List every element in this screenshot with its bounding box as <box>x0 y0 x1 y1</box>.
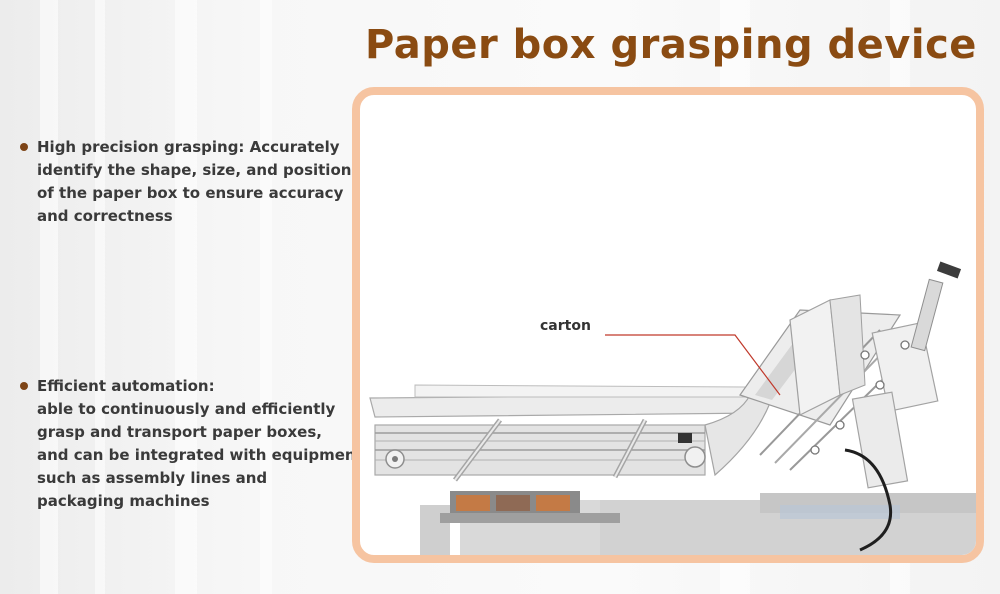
bullet-text: Efficient automation: able to continuous… <box>37 375 363 513</box>
bullet-line: of the paper box to ensure accuracy <box>37 184 344 202</box>
background-stripe <box>95 0 105 594</box>
product-image-frame <box>352 87 984 563</box>
bullet-line: packaging machines <box>37 492 210 510</box>
bullet-line: High precision grasping: Accurately <box>37 138 340 156</box>
background-stripe <box>40 0 58 594</box>
bullet-text: High precision grasping: Accurately iden… <box>37 136 351 228</box>
bullet-row: Efficient automation: able to continuous… <box>20 375 363 513</box>
bullet-line: and can be integrated with equipment <box>37 446 363 464</box>
bullet-line: able to continuously and efficiently <box>37 400 336 418</box>
carton-grasping-machine-illustration <box>369 261 976 555</box>
bullet-line: identify the shape, size, and position <box>37 161 352 179</box>
carton-callout-label: carton <box>540 318 591 334</box>
background-stripe <box>175 0 197 594</box>
bullet-line: and correctness <box>37 207 173 225</box>
bullet-line: grasp and transport paper boxes, <box>37 423 322 441</box>
feature-automation: Efficient automation: able to continuous… <box>20 375 363 513</box>
bullet-dot-icon <box>20 382 28 390</box>
bullet-dot-icon <box>20 143 28 151</box>
page-title: Paper box grasping device <box>365 22 977 68</box>
background-stripe <box>260 0 272 594</box>
bullet-line: Efficient automation: <box>37 377 215 395</box>
feature-precision: High precision grasping: Accurately iden… <box>20 136 351 228</box>
bullet-row: High precision grasping: Accurately iden… <box>20 136 351 228</box>
bullet-line: such as assembly lines and <box>37 469 268 487</box>
